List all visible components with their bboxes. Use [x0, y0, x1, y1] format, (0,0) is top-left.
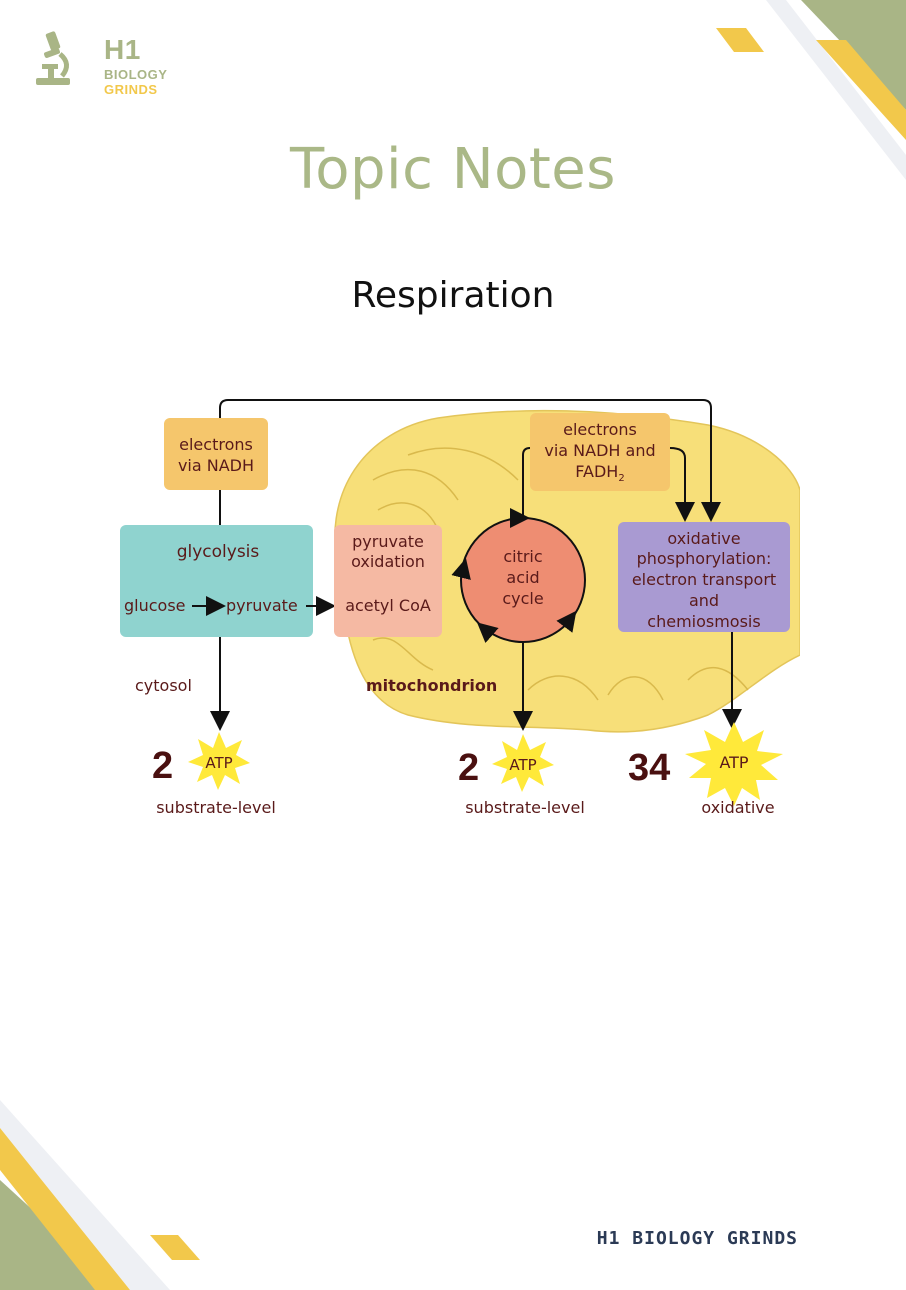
electrons-nadh-fadh-line1: electrons: [563, 420, 637, 439]
citric-line1: citric: [503, 547, 542, 566]
logo-h1: H1: [104, 34, 141, 65]
atp-star: [188, 732, 250, 790]
electrons-nadh-box: [164, 418, 268, 490]
atp-star: [685, 722, 783, 806]
acetyl-coa-label: acetyl CoA: [345, 596, 431, 615]
glycolysis-title: glycolysis: [177, 542, 260, 562]
logo-grinds: GRINDS: [104, 82, 158, 97]
page-title: Topic Notes: [290, 137, 616, 202]
atp-star: [492, 734, 554, 792]
atp-label: ATP: [719, 753, 748, 772]
pyruvate-oxidation-line1: pyruvate: [352, 532, 424, 551]
electron-flow-top-line: [219, 399, 721, 522]
pyruvate-oxidation-box: [334, 525, 442, 637]
atp-type: oxidative: [701, 798, 774, 817]
electrons-nadh-fadh-line3: FADH2: [575, 462, 624, 484]
oxidative-line5: chemiosmosis: [647, 612, 760, 631]
cycle-to-electrons-line: [522, 447, 531, 520]
corner-decoration-bottom-left: [0, 1100, 200, 1290]
atp-count: 2: [152, 745, 173, 787]
glucose-label: glucose: [124, 596, 186, 615]
pyruvate-oxidation-line2: oxidation: [351, 552, 425, 571]
microscope-icon: [36, 31, 70, 85]
electrons-nadh-fadh-box: [530, 413, 670, 491]
atp-type: substrate-level: [156, 798, 276, 817]
section-title: Respiration: [351, 275, 555, 316]
electrons-to-oxidative-line: [669, 447, 695, 522]
atp-type: substrate-level: [465, 798, 585, 817]
corner-decoration-top-right: [716, 0, 906, 180]
oxidative-line3: electron transport: [632, 570, 776, 589]
oxidative-phosphorylation-box: [618, 522, 790, 632]
brand-logo: H1 BIOLOGY GRINDS: [34, 30, 168, 97]
cytosol-label: cytosol: [135, 676, 192, 695]
pyruvate-label: pyruvate: [226, 596, 298, 615]
oxidative-line1: oxidative: [667, 529, 740, 548]
respiration-diagram: electrons via NADH glycolysis glucose py…: [108, 370, 800, 830]
atp-yield-glycolysis: 2 ATP substrate-level: [152, 732, 276, 817]
mitochondrion-label: mitochondrion: [366, 676, 497, 695]
logo-biology: BIOLOGY: [104, 67, 168, 82]
atp-yield-citric: 2 ATP substrate-level: [458, 734, 585, 817]
electrons-nadh-line1: electrons: [179, 435, 253, 454]
atp-yield-oxidative: 34 ATP oxidative: [628, 722, 783, 817]
atp-label: ATP: [509, 756, 536, 774]
atp-count: 34: [628, 747, 670, 789]
electrons-nadh-fadh-line2: via NADH and: [544, 441, 655, 460]
citric-line3: cycle: [502, 589, 543, 608]
oxidative-line2: phosphorylation:: [637, 549, 772, 568]
atp-label: ATP: [205, 754, 232, 772]
electrons-nadh-line2: via NADH: [178, 456, 254, 475]
citric-line2: acid: [506, 568, 539, 587]
atp-count: 2: [458, 747, 479, 789]
oxidative-line4: and: [689, 591, 719, 610]
footer-brand: H1 BIOLOGY GRINDS: [596, 1228, 798, 1249]
glycolysis-box: [120, 525, 313, 637]
